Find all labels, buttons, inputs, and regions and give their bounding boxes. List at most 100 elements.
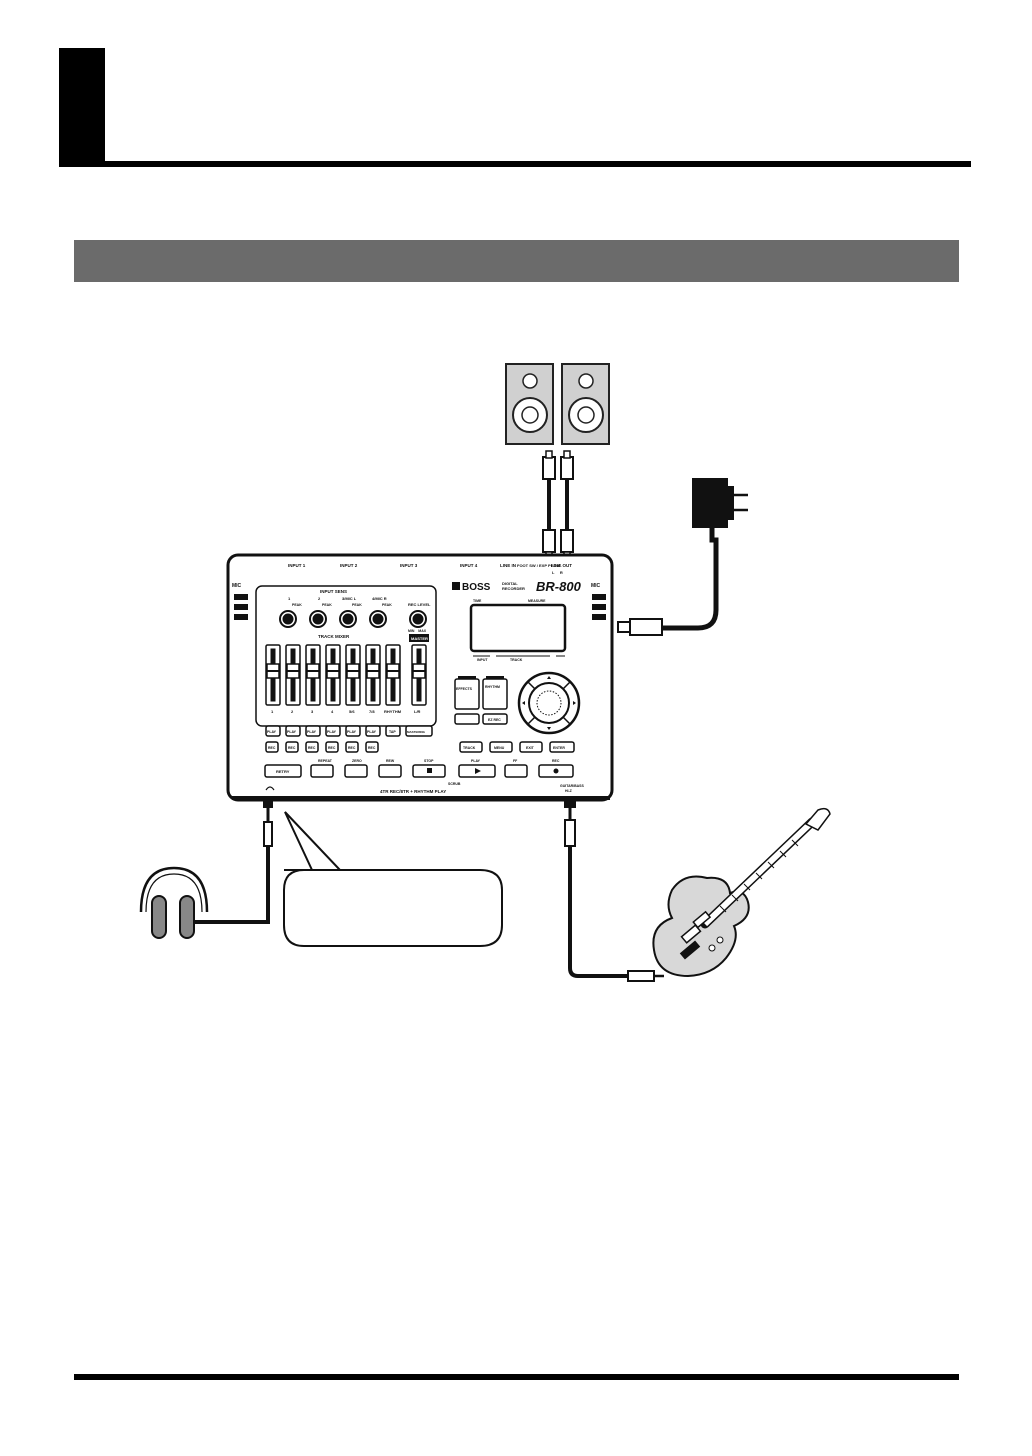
- track-button-label: TRACK: [463, 746, 476, 750]
- ac-adaptor-icon: [617, 478, 748, 636]
- exit-button-label: EXIT: [526, 746, 535, 750]
- fader-label-1: 1: [271, 709, 274, 714]
- repeat-button[interactable]: [310, 764, 334, 778]
- jack-label-line-out-lr: L R: [552, 570, 563, 575]
- ez-rec-button[interactable]: [482, 713, 508, 725]
- rhythm-button[interactable]: [482, 678, 508, 710]
- rew-label: REW: [386, 759, 395, 763]
- play-label-5: PLAY: [347, 730, 357, 734]
- repeat-label: REPEAT: [318, 759, 333, 763]
- effects-button-label: EFFECTS: [456, 687, 473, 691]
- jack-label-input2: INPUT 2: [340, 563, 358, 568]
- track-faders[interactable]: [265, 644, 427, 706]
- jack-label-line-out: LINE OUT: [551, 563, 572, 568]
- input-sens-label: INPUT SENS: [320, 589, 347, 594]
- input-sens-knobs[interactable]: [279, 610, 427, 628]
- guitar-bass-label: GUITAR/BASS: [560, 784, 585, 788]
- mic-left-label: MIC: [232, 583, 242, 589]
- track-button[interactable]: [459, 741, 483, 753]
- footer-rule: [74, 1374, 959, 1380]
- rec-level-label: REC LEVEL: [408, 602, 431, 607]
- chapter-marker-block: [59, 48, 105, 166]
- stop-icon: [427, 768, 432, 773]
- jack-label-input3: INPUT 3: [400, 563, 418, 568]
- jack-label-foot-sw: FOOT SW / EXP PEDAL: [517, 563, 562, 568]
- chapter-title-rule: [59, 161, 971, 167]
- track-rec-buttons[interactable]: [265, 741, 379, 753]
- play-label-2: PLAY: [287, 730, 297, 734]
- lcd-display: [469, 603, 567, 653]
- rec-label-4: REC: [328, 746, 336, 750]
- peak-label-1: PEAK: [292, 603, 302, 607]
- model-name: BR-800: [536, 579, 582, 594]
- play-label-6: PLAY: [367, 730, 377, 734]
- guitar-cable: [564, 800, 664, 982]
- rec-transport-label: REC: [552, 759, 560, 763]
- cursor-dial[interactable]: [517, 671, 581, 735]
- br800-recorder: INPUT 1 INPUT 2 INPUT 3 INPUT 4 LINE IN …: [226, 553, 614, 802]
- hi-z-label: HI-Z: [565, 789, 573, 793]
- display-track-label: TRACK: [510, 658, 523, 662]
- fader-label-rhythm: RHYTHM: [384, 709, 402, 714]
- menu-button-label: MENU: [494, 746, 505, 750]
- effects-button[interactable]: [454, 678, 480, 710]
- boss-logo-icon: [452, 582, 460, 590]
- section-heading-bar: [74, 240, 959, 282]
- enter-button-label: ENTER: [553, 746, 565, 750]
- rhythm-button-label: RHYTHM: [485, 685, 500, 689]
- mic-left-grille-icon: [234, 594, 248, 620]
- utility-button[interactable]: [454, 713, 480, 725]
- peak-label-4: PEAK: [382, 603, 392, 607]
- subtitle-line2: RECORDER: [502, 586, 525, 591]
- subtitle-line1: DIGITAL: [502, 581, 518, 586]
- fader-label-7-8: 7/8: [369, 709, 375, 714]
- track-play-buttons[interactable]: [265, 725, 433, 737]
- electric-guitar-icon: [652, 807, 831, 978]
- display-time-label: TIME: [473, 599, 482, 603]
- fader-label-5-6: 5/6: [349, 709, 355, 714]
- rew-button[interactable]: [378, 764, 402, 778]
- monitor-speakers: [505, 363, 610, 445]
- rec-label-3: REC: [308, 746, 316, 750]
- rec-icon: [553, 768, 559, 774]
- fader-label-2: 2: [291, 709, 294, 714]
- headphones-icon: [139, 866, 209, 939]
- jack-label-line-in: LINE IN: [500, 563, 516, 568]
- scrub-label: SCRUB: [448, 782, 461, 786]
- rec-label-5: REC: [348, 746, 356, 750]
- zero-button[interactable]: [344, 764, 368, 778]
- tap-label: TAP: [389, 730, 396, 734]
- menu-button[interactable]: [489, 741, 513, 753]
- ff-button[interactable]: [504, 764, 528, 778]
- fader-label-master: L/R: [414, 709, 421, 714]
- fader-label-3: 3: [311, 709, 314, 714]
- display-input-label: INPUT: [477, 658, 488, 662]
- mic-right-grille-icon: [592, 594, 606, 620]
- headphone-cable: [188, 800, 273, 924]
- fader-label-4: 4: [331, 709, 334, 714]
- exit-button[interactable]: [519, 741, 543, 753]
- mode-label: 4TR REC/8TR + RHYTHM PLAY: [380, 789, 446, 794]
- enter-button[interactable]: [549, 741, 575, 753]
- mastering-label: MASTERING: [407, 730, 426, 734]
- knob-label-2: 2: [318, 596, 321, 601]
- rec-label-6: REC: [368, 746, 376, 750]
- play-label-4: PLAY: [327, 730, 337, 734]
- rec-level-range: MIN MAX: [408, 629, 427, 633]
- peak-label-3: PEAK: [352, 603, 362, 607]
- peak-label-2: PEAK: [322, 603, 332, 607]
- play-label-1: PLAY: [267, 730, 277, 734]
- stop-label: STOP: [424, 759, 434, 763]
- rec-label-1: REC: [268, 746, 276, 750]
- retry-button[interactable]: [264, 764, 302, 778]
- knob-label-1: 1: [288, 596, 291, 601]
- knob-label-4: 4/MIC R: [372, 596, 387, 601]
- ff-label: FF: [513, 759, 518, 763]
- headphone-jack-icon: [265, 786, 275, 791]
- speaker-left-icon: [505, 363, 554, 445]
- jack-label-input1: INPUT 1: [288, 563, 306, 568]
- ez-rec-label: EZ REC: [488, 718, 501, 722]
- rec-label-2: REC: [288, 746, 296, 750]
- jack-label-input4: INPUT 4: [460, 563, 478, 568]
